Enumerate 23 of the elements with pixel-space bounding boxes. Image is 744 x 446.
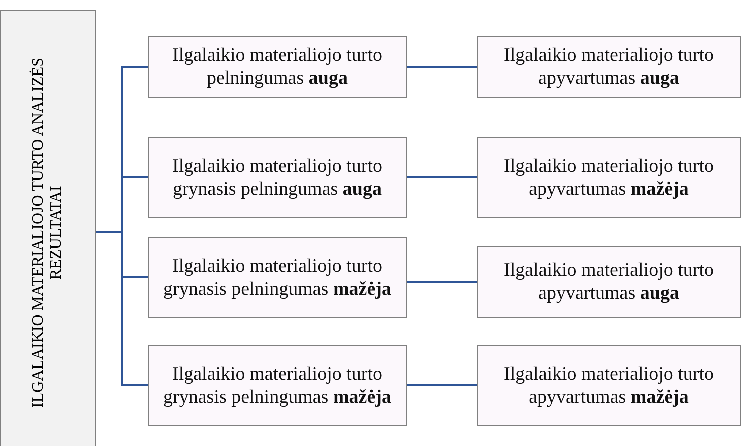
result-box	[477, 246, 741, 318]
result-box	[148, 36, 407, 98]
box-text: Ilgalaikio materialiojo turto apyvartumas mažėja	[503, 154, 715, 200]
connector-line	[407, 384, 477, 386]
result-box	[477, 36, 741, 98]
box-text: Ilgalaikio materialiojo turto apyvartumas mažėja	[503, 362, 715, 408]
result-box	[477, 345, 741, 426]
category-panel	[0, 10, 96, 446]
result-box	[148, 237, 407, 318]
connector-line	[407, 66, 477, 68]
result-box	[148, 137, 407, 218]
box-text: Ilgalaikio materialiojo turto grynasis pelningumas mažėja	[162, 362, 392, 408]
connector-line	[407, 281, 477, 283]
box-text: Ilgalaikio materialiojo turto apyvartumas auga	[503, 44, 715, 90]
vertical-heading: ILGALAIKIO MATERIALIOJO TURTO ANALIZĖS REZULTATAI	[30, 57, 66, 410]
result-box	[477, 137, 741, 218]
connector-line	[96, 231, 148, 386]
box-text: Ilgalaikio materialiojo turto grynasis pelningumas auga	[172, 154, 384, 200]
result-box	[148, 345, 407, 426]
box-text: Ilgalaikio materialiojo turto apyvartumas auga	[503, 259, 715, 305]
connector-line	[407, 176, 477, 178]
box-text: Ilgalaikio materialiojo turto grynasis pelningumas mažėja	[162, 254, 392, 300]
box-text: Ilgalaikio materialiojo turto pelningumas auga	[172, 44, 384, 90]
